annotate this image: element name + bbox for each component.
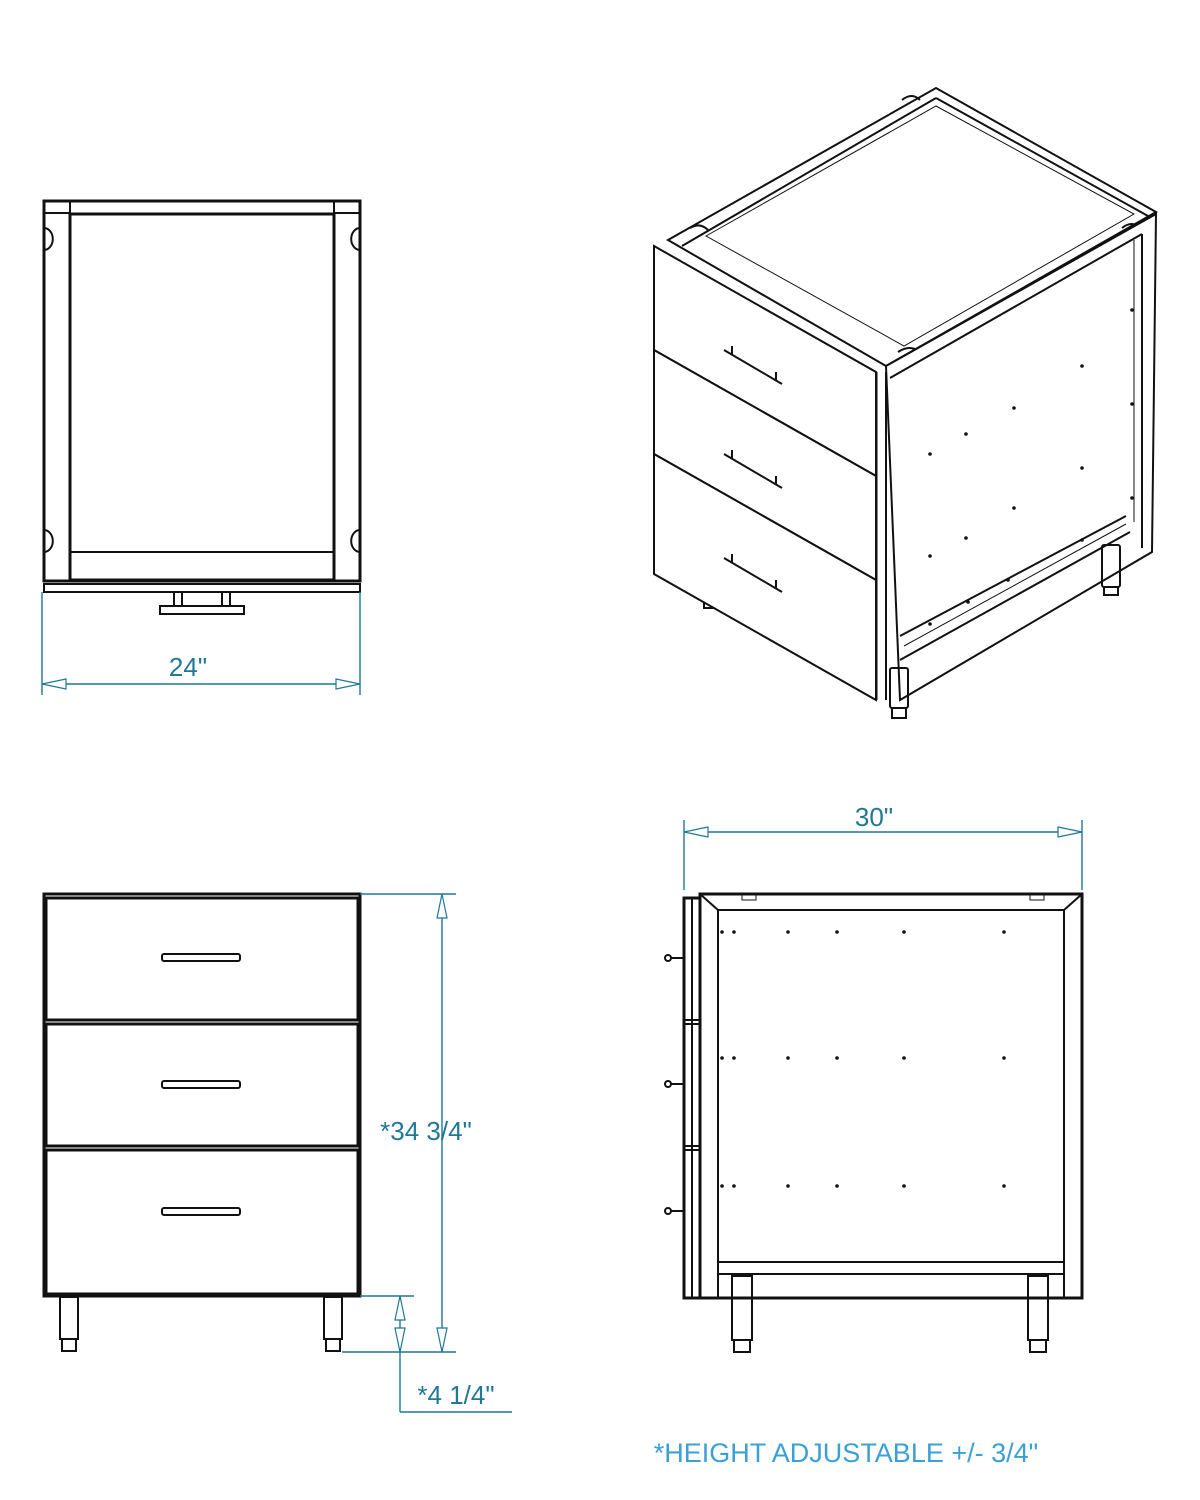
height-label: *34 3/4" [380, 1116, 472, 1146]
side-handles [664, 954, 684, 1215]
depth-label: 30" [855, 802, 893, 832]
width-dimension: 24" [41, 592, 361, 695]
iso-drawer-3 [653, 452, 877, 702]
front-drawer-1 [44, 896, 360, 1022]
side-holes [720, 930, 1006, 1188]
handle-top-view [159, 591, 245, 615]
side-view [664, 892, 1084, 1353]
height-adjustable-note: *HEIGHT ADJUSTABLE +/- 3/4" [654, 1438, 1038, 1468]
leg-height-label: *4 1/4" [417, 1380, 494, 1410]
front-drawer-2 [44, 1022, 360, 1148]
iso-side-holes [928, 308, 1134, 626]
front-view [42, 892, 362, 1352]
depth-dimension: 30" [683, 802, 1083, 890]
top-view [42, 199, 362, 615]
isometric-view [653, 86, 1159, 719]
height-dimension: *34 3/4" [342, 893, 472, 1353]
front-drawer-3 [44, 1148, 360, 1296]
width-label: 24" [169, 652, 207, 682]
leg-height-dimension: *4 1/4" [360, 1295, 512, 1413]
